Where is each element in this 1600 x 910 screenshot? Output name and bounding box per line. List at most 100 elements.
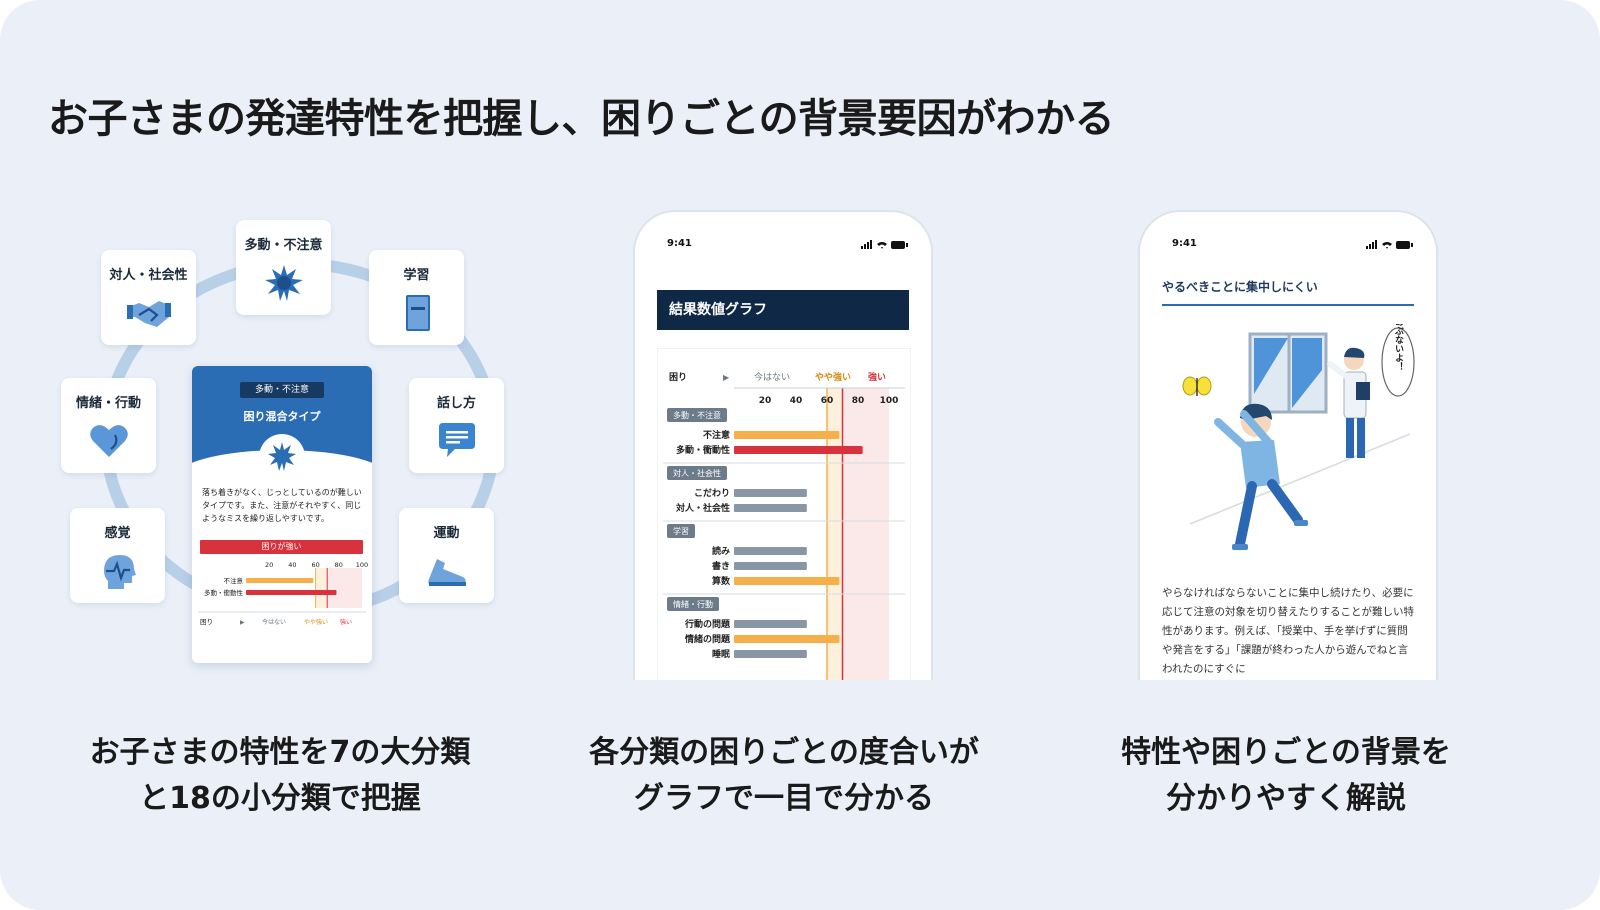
caption-line: お子さまの特性を7の大分類 <box>89 735 471 770</box>
bar <box>246 590 337 595</box>
group-badge <box>667 524 695 538</box>
handshake-icon <box>126 301 171 327</box>
bar <box>734 489 807 497</box>
row-label: 読み <box>712 545 730 557</box>
bar <box>734 446 863 454</box>
speech-bubble-icon <box>438 423 475 457</box>
result-bar-chart: 困り ▶ 今はない やや強い 強い 20 40 60 80 100 多動・不注意不注意多動・衝動性対… <box>657 348 911 680</box>
caption-explanation: 特性や困りごとの背景を 分かりやすく解説 <box>1046 730 1526 822</box>
row-label: 多動・衝動性 <box>204 588 244 597</box>
status-icons <box>861 240 908 249</box>
tick-label: 100 <box>880 396 899 406</box>
tick-label: 60 <box>311 561 319 569</box>
row-label: 対人・社会性 <box>675 502 730 514</box>
phone-explanation-screen: 9:41 やるべきことに集中しにくい <box>1138 210 1438 680</box>
result-type-card: 多動・不注意 困り混合タイプ 落ち着きがなく、じっとしているのが難しいタイプです… <box>192 366 372 663</box>
legend-arrow: ▶ <box>240 619 245 626</box>
explanation-heading: やるべきことに集中しにくい <box>1162 280 1318 294</box>
row-label: 算数 <box>712 575 731 587</box>
category-label: 多動・不注意 <box>244 238 323 253</box>
heading-underline <box>1162 304 1414 306</box>
phone-graph-screen: 9:41 結果数値グラフ 困り ▶ 今はない やや強い 強い 20 40 60 80 100 多動・… <box>633 210 933 680</box>
category-hyperactivity: 多動・不注意 <box>236 220 331 315</box>
group-label: 学習 <box>673 526 689 536</box>
caption-line: グラフで一目で分かる <box>634 781 934 816</box>
bar <box>734 547 807 555</box>
card-category-badge: 多動・不注意 <box>240 382 324 398</box>
group-label: 情緒・行動 <box>673 599 713 609</box>
tick-label: 80 <box>335 561 343 569</box>
book-icon <box>405 295 430 331</box>
row-label: 行動の問題 <box>684 618 731 630</box>
tick-label: 20 <box>759 396 772 406</box>
card-type-title: 困り混合タイプ <box>243 410 321 423</box>
category-learning: 学習 <box>369 250 464 345</box>
caption-line: 特性や困りごとの背景を <box>1121 735 1451 770</box>
group-badge <box>667 597 719 611</box>
caption-line: 各分類の困りごとの度合いが <box>589 735 979 770</box>
zone-mid-band <box>315 568 328 608</box>
legend-high: 強い <box>868 371 886 383</box>
category-social: 対人・社会性 <box>101 250 196 345</box>
legend-mid: やや強い <box>815 371 851 383</box>
row-label: 不注意 <box>224 576 244 585</box>
status-icons <box>1366 240 1413 249</box>
tick-label: 40 <box>790 396 803 406</box>
group-badge <box>667 466 727 480</box>
row-label: 不注意 <box>703 429 730 441</box>
row-label: 書き <box>712 560 730 572</box>
category-label: 話し方 <box>436 396 476 411</box>
starburst-icon <box>264 265 303 301</box>
legend-arrow: ▶ <box>723 373 730 382</box>
tick-label: 100 <box>356 561 368 569</box>
category-emotion: 情緒・行動 <box>61 378 156 473</box>
legend-mid: やや強い <box>304 618 328 626</box>
zone-high-band <box>327 568 362 608</box>
explanation-body: やらなければならないことに集中し続けたり、必要に応じて注意の対象を切り替えたりす… <box>1162 587 1414 675</box>
category-label: 対人・社会性 <box>109 268 188 283</box>
group-badge <box>667 408 727 422</box>
bar <box>734 431 840 439</box>
bar <box>734 650 807 658</box>
zone-mid-band <box>827 388 843 680</box>
starburst-icon <box>268 442 296 471</box>
row-label: 睡眠 <box>712 648 730 660</box>
card-description: 落ち着きがなく、じっとしているのが難しいタイプです。また、注意がそれやすく、同じ… <box>202 488 362 523</box>
legend-low: 今はない <box>754 371 790 383</box>
shoe-icon <box>427 559 466 586</box>
status-time: 9:41 <box>667 238 692 249</box>
status-time: 9:41 <box>1172 238 1197 249</box>
heart-icon <box>89 425 128 457</box>
bar <box>734 577 840 585</box>
speech-balloon-text: あぶないよ！ <box>1393 324 1405 371</box>
bar <box>246 578 314 583</box>
zone-high-band <box>842 388 889 680</box>
category-label: 学習 <box>403 268 430 283</box>
group-label: 多動・不注意 <box>673 410 721 420</box>
bar <box>734 635 840 643</box>
legend-label: 困り <box>200 618 213 626</box>
tick-label: 80 <box>852 396 865 406</box>
head-pulse-icon <box>103 555 136 589</box>
legend-low: 今はない <box>262 618 286 626</box>
category-speech: 話し方 <box>409 378 504 473</box>
tick-label: 40 <box>288 561 296 569</box>
row-label: こだわり <box>694 488 730 499</box>
row-label: 多動・衝動性 <box>676 444 730 456</box>
caption-line: と18の小分類で把握 <box>139 781 421 816</box>
category-sensory: 感覚 <box>70 508 165 603</box>
page-title: お子さまの発達特性を把握し、困りごとの背景要因がわかる <box>48 96 1115 142</box>
caption-classification: お子さまの特性を7の大分類 と18の小分類で把握 <box>40 730 520 822</box>
group-label: 対人・社会性 <box>673 468 721 478</box>
classroom-illustration: あぶないよ！ <box>1182 324 1415 550</box>
legend-high: 強い <box>340 618 352 626</box>
tick-label: 20 <box>265 561 273 569</box>
category-motor: 運動 <box>399 508 494 603</box>
legend-label: 困り <box>669 372 687 383</box>
tick-label: 60 <box>821 396 834 406</box>
caption-line: 分かりやすく解説 <box>1166 781 1406 816</box>
graph-screen-title: 結果数値グラフ <box>657 290 909 330</box>
category-label: 感覚 <box>104 526 131 541</box>
